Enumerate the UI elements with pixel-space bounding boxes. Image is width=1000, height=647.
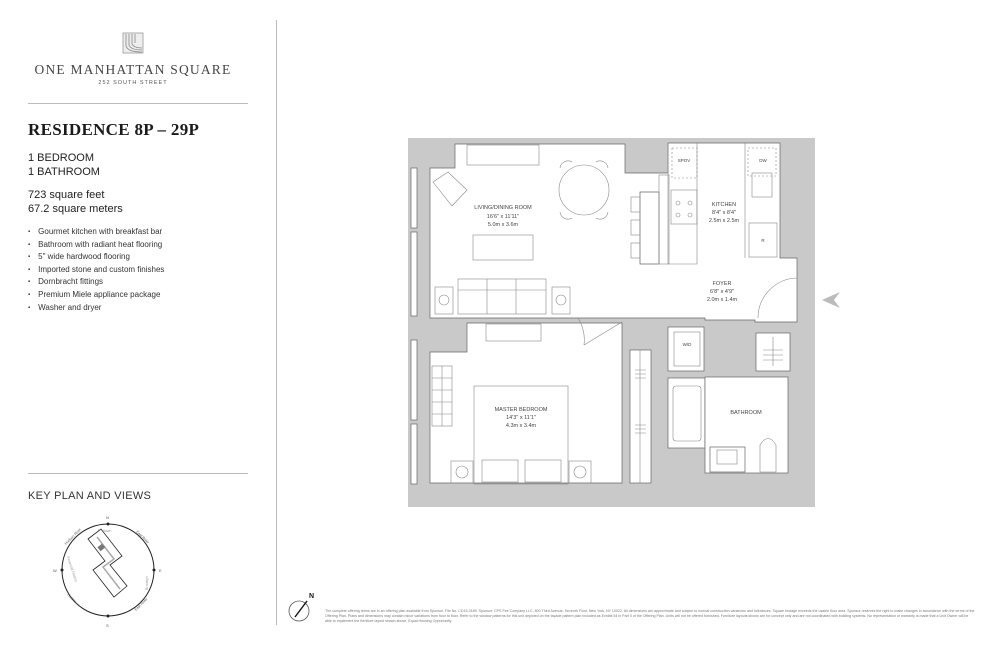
window — [410, 423, 418, 485]
appliance-label: SPOV — [678, 158, 691, 163]
bedroom-count: 1 BEDROOM — [28, 152, 95, 164]
feature-item: Dornbracht fittings — [28, 276, 164, 289]
key-plan: N S W E Hudson River Midtown East River … — [53, 515, 162, 628]
compass-s: S — [106, 623, 109, 628]
toilet — [759, 438, 777, 473]
room-dim-metric: 2.5m x 2.5m — [709, 218, 740, 224]
armchair — [432, 171, 468, 207]
brand-address: 252 SOUTH STREET — [98, 80, 168, 86]
room-dim-metric: 5.0m x 3.6m — [488, 222, 519, 228]
coffee-table — [472, 234, 534, 261]
divider — [28, 473, 248, 474]
view-label: Harbor — [66, 593, 77, 604]
living-area — [429, 142, 798, 323]
residence-title: RESIDENCE 8P – 29P — [28, 120, 200, 139]
bathtub — [667, 377, 706, 449]
closet — [629, 349, 652, 484]
compass-n: N — [106, 515, 109, 520]
brand-logo — [122, 32, 144, 54]
feature-list: Gourmet kitchen with breakfast bar Bathr… — [28, 226, 164, 314]
sofa — [457, 278, 547, 315]
bedroom-door-swing — [577, 317, 623, 346]
feature-item: 5" wide hardwood flooring — [28, 251, 164, 264]
key-plan-heading: KEY PLAN AND VIEWS — [28, 490, 152, 502]
window — [410, 231, 418, 317]
north-arrow-icon: N — [288, 593, 314, 622]
room-dim-imperial: 14'3" x 11'1" — [506, 415, 536, 421]
side-table — [551, 286, 571, 315]
area-sqm: 67.2 square meters — [28, 203, 123, 215]
entry-door-swing — [757, 277, 798, 319]
unit-highlight — [97, 543, 106, 552]
appliance-label: DW — [759, 158, 767, 163]
bathroom-count: 1 BATHROOM — [28, 166, 100, 178]
room-dim-imperial: 8'4" x 8'4" — [712, 210, 736, 216]
sink — [751, 172, 773, 198]
room-name: BATHROOM — [730, 410, 762, 416]
vanity — [709, 446, 746, 473]
room-name: MASTER BEDROOM — [495, 407, 548, 413]
room-dim-imperial: 6'8" x 4'9" — [710, 289, 734, 295]
console — [466, 144, 540, 166]
room-name: FOYER — [713, 281, 732, 287]
building-footprint — [87, 528, 128, 598]
feature-item: Premium Miele appliance package — [28, 289, 164, 302]
brand-name: ONE MANHATTAN SQUARE — [34, 62, 232, 77]
area-sqft: 723 square feet — [28, 189, 105, 201]
svg-text:N: N — [309, 593, 314, 600]
compass-e: E — [159, 568, 162, 573]
dining-table — [558, 164, 610, 216]
feature-item: Washer and dryer — [28, 302, 164, 315]
bedroom-area — [429, 322, 623, 484]
legal-disclaimer: The complete offering terms are in an of… — [325, 609, 975, 623]
window — [410, 167, 418, 229]
divider — [28, 103, 248, 104]
view-label: Brooklyn — [145, 576, 149, 590]
refrigerator — [748, 222, 778, 258]
room-dim-metric: 2.0m x 1.4m — [707, 297, 738, 303]
entrance-arrow-icon — [822, 292, 840, 308]
room-name: KITCHEN — [712, 202, 736, 208]
washer-dryer-closet — [667, 326, 705, 372]
feature-item: Gourmet kitchen with breakfast bar — [28, 226, 164, 239]
bed — [473, 385, 569, 485]
view-label: Midtown — [98, 529, 111, 533]
feature-item: Bathroom with radiant heat flooring — [28, 239, 164, 252]
room-name: LIVING/DINING ROOM — [474, 205, 532, 211]
compass-w: W — [53, 568, 57, 573]
window — [410, 339, 418, 421]
room-dim-imperial: 16'6" x 11'11" — [487, 214, 519, 220]
appliance-label: R — [761, 238, 765, 243]
feature-item: Imported stone and custom finishes — [28, 264, 164, 277]
appliance-label: W/D — [683, 342, 692, 347]
room-dim-metric: 4.3m x 3.4m — [506, 423, 537, 429]
panel-divider — [276, 20, 277, 625]
view-label: Financial District — [66, 556, 78, 582]
side-table — [434, 286, 454, 315]
